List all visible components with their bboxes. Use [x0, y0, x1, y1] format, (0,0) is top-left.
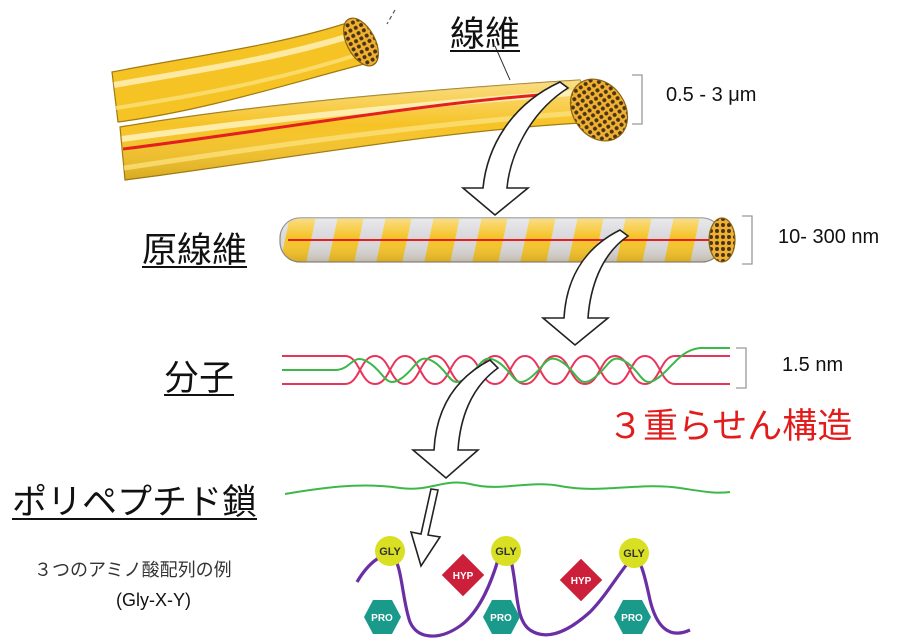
pro-residue: PRO — [483, 600, 520, 634]
gly-residue: GLY — [375, 536, 405, 566]
hyp-residue: HYP — [442, 554, 484, 596]
hyp-residue: HYP — [560, 559, 602, 601]
pro-label: PRO — [490, 613, 512, 624]
polypeptide-strand — [285, 482, 730, 494]
triple-helix-label: ３重らせん構造 — [608, 398, 852, 449]
size-bracket-molecule — [736, 348, 746, 388]
sequence-example-title: ３つのアミノ酸配列の例 — [34, 556, 232, 582]
fiber-size-label: 0.5 - 3 μm — [666, 84, 756, 107]
pro-residue: PRO — [364, 600, 401, 634]
gly-label: GLY — [379, 546, 401, 558]
polypeptide-label: ポリペプチド鎖 — [12, 474, 257, 525]
size-bracket-fibril — [742, 216, 752, 264]
sequence-example-formula: (Gly-X-Y) — [116, 590, 191, 611]
size-bracket-fiber — [632, 75, 642, 124]
pro-label: PRO — [621, 613, 643, 624]
molecule-label: 分子 — [164, 350, 234, 401]
hyp-label: HYP — [571, 576, 592, 587]
gly-label: GLY — [623, 548, 645, 560]
gly-label: GLY — [495, 546, 517, 558]
gly-residue: GLY — [491, 536, 521, 566]
fibril-size-label: 10- 300 nm — [778, 226, 879, 249]
molecule-triple-helix — [282, 348, 730, 384]
fibril-label: 原線維 — [142, 222, 247, 273]
pro-label: PRO — [371, 613, 393, 624]
pro-residue: PRO — [614, 600, 651, 634]
fiber-label: 線維 — [450, 6, 520, 57]
molecule-size-label: 1.5 nm — [782, 354, 843, 377]
arrow-chain-to-sequence — [411, 489, 440, 566]
fiber-illustration — [112, 10, 639, 180]
gly-residue: GLY — [619, 538, 649, 568]
hyp-label: HYP — [453, 571, 474, 582]
fibril-illustration — [280, 218, 735, 262]
